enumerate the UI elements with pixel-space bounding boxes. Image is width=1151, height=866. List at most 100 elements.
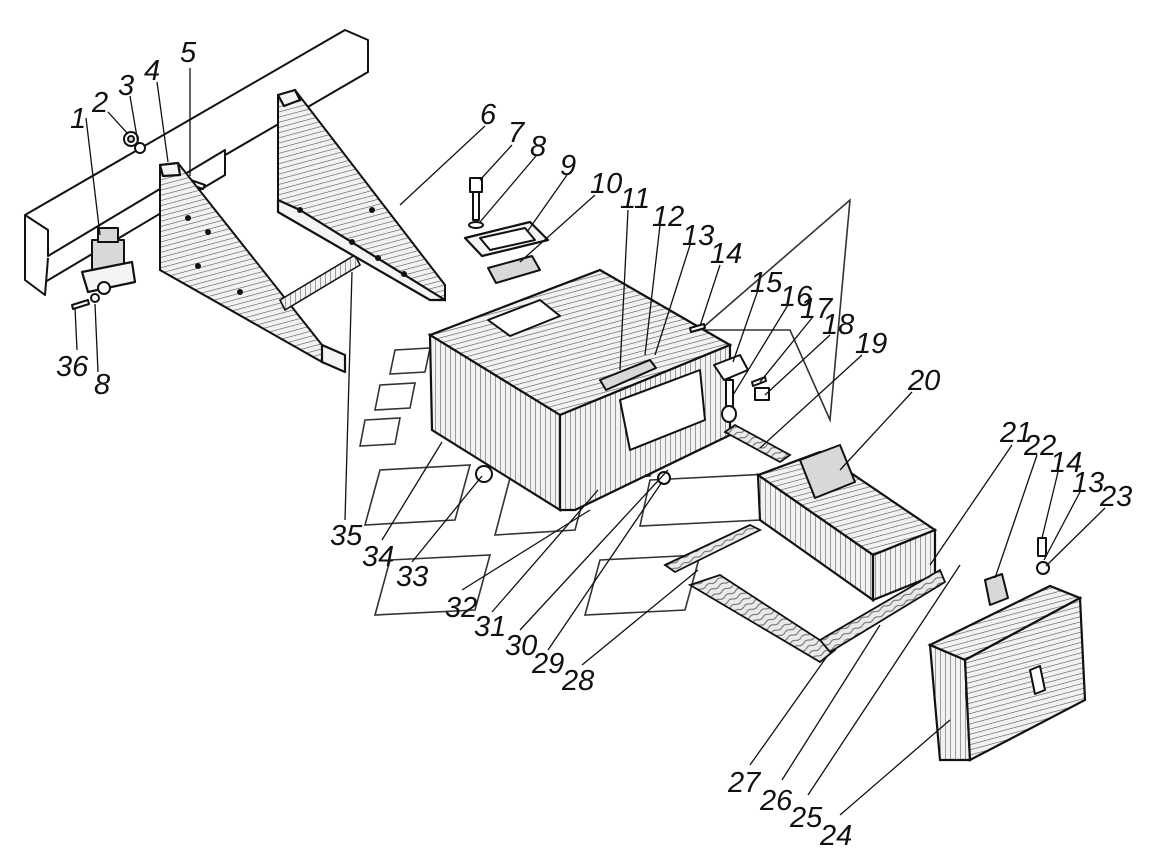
callout-13: 13	[682, 220, 714, 252]
callout-3: 3	[118, 70, 134, 102]
callout-17: 17	[800, 293, 834, 325]
callout-12: 12	[652, 201, 684, 233]
callout-28: 28	[561, 665, 594, 697]
leader-14b	[1041, 471, 1059, 539]
leader-2	[107, 111, 129, 135]
leader-30	[519, 469, 669, 631]
part-24-cover	[927, 584, 1087, 762]
callout-35: 35	[330, 520, 363, 552]
callout-5: 5	[180, 37, 197, 69]
callout-18: 18	[822, 309, 854, 341]
callout-4: 4	[144, 55, 160, 87]
callout-34: 34	[362, 541, 394, 573]
callout-19: 19	[855, 328, 887, 360]
leader-22	[994, 454, 1038, 579]
callout-1: 1	[70, 103, 86, 135]
leader-12	[644, 224, 661, 356]
leader-29	[547, 481, 663, 651]
leader-24	[839, 719, 951, 816]
leader-11	[619, 209, 629, 371]
part-36-bolt	[71, 299, 90, 310]
leader-26	[781, 624, 881, 781]
callout-8: 8	[530, 131, 546, 163]
part-14-bolt-b	[1037, 537, 1047, 557]
part-3-washer	[134, 142, 146, 154]
callout-21: 21	[999, 417, 1032, 449]
callout-13b: 13	[1072, 467, 1104, 499]
part-14-screw	[689, 323, 706, 333]
leader-27	[749, 654, 829, 766]
leader-35	[344, 271, 353, 521]
leader-32	[461, 509, 591, 591]
callout-7: 7	[508, 117, 526, 149]
part-23-nut	[1036, 561, 1050, 575]
part-19-strap	[723, 423, 792, 464]
part-22-clamp	[984, 573, 1009, 606]
part-17-pin	[751, 376, 767, 387]
leader-17	[759, 317, 813, 383]
leader-25	[807, 564, 961, 796]
leader-13b	[1043, 491, 1081, 561]
leader-19	[759, 354, 863, 449]
callout-6: 6	[480, 99, 497, 131]
leader-33	[411, 475, 483, 563]
leader-10	[519, 194, 596, 263]
part-2-nut	[123, 131, 139, 147]
leader-36	[74, 307, 78, 351]
callout-32: 32	[445, 592, 477, 624]
callout-14: 14	[710, 238, 742, 270]
leader-8	[479, 155, 537, 223]
leader-18	[764, 334, 831, 396]
callout-23: 23	[1099, 481, 1132, 513]
part-18-bolt	[754, 387, 770, 401]
part-1-battery-switch	[80, 227, 137, 295]
part-29-nut	[657, 471, 671, 485]
callout-14b: 14	[1050, 447, 1082, 479]
leader-28	[581, 569, 699, 666]
battery-box	[427, 268, 733, 512]
callout-30: 30	[505, 630, 537, 662]
part-27-slat	[687, 568, 947, 664]
callout-29: 29	[531, 648, 564, 680]
leader-6	[399, 125, 486, 206]
part-6-right-bracket	[276, 88, 447, 302]
leader-14	[699, 264, 721, 327]
leader-1	[85, 117, 101, 236]
part-10-pad	[487, 255, 541, 284]
callout-20: 20	[907, 365, 940, 397]
leader-23	[1045, 507, 1106, 567]
callout-33: 33	[396, 561, 428, 593]
callout-10: 10	[590, 168, 622, 200]
callout-15: 15	[750, 267, 783, 299]
callout-26: 26	[759, 785, 793, 817]
callout-labels: 1 2 3 4 5 6 7 8 9 10 11 12 13 14 15 16 1…	[56, 37, 1132, 852]
callout-24: 24	[819, 820, 852, 852]
leader-34	[381, 441, 443, 541]
part-8-washer-b	[468, 221, 484, 229]
callout-2: 2	[91, 87, 108, 119]
leader-31	[491, 489, 599, 613]
part-7-bolt	[469, 177, 483, 221]
part-20-battery	[755, 444, 938, 603]
part-8-washer	[90, 293, 100, 303]
leader-21	[929, 444, 1013, 566]
callout-22: 22	[1023, 430, 1056, 462]
leader-9	[526, 174, 568, 233]
callout-16: 16	[780, 281, 813, 313]
callout-36: 36	[56, 351, 89, 383]
leader-8b	[94, 303, 99, 373]
leader-7	[479, 144, 513, 181]
leader-20	[839, 391, 913, 471]
callout-9: 9	[560, 150, 576, 182]
part-9-plate	[463, 220, 550, 258]
leader-4	[156, 81, 169, 163]
leader-13	[654, 244, 691, 356]
part-4-left-bracket	[158, 161, 362, 374]
callout-11: 11	[620, 183, 650, 215]
leader-lines	[74, 68, 1106, 816]
leader-16	[732, 304, 789, 396]
callout-25: 25	[789, 802, 823, 834]
callout-31: 31	[474, 611, 506, 643]
leader-15	[732, 289, 759, 363]
